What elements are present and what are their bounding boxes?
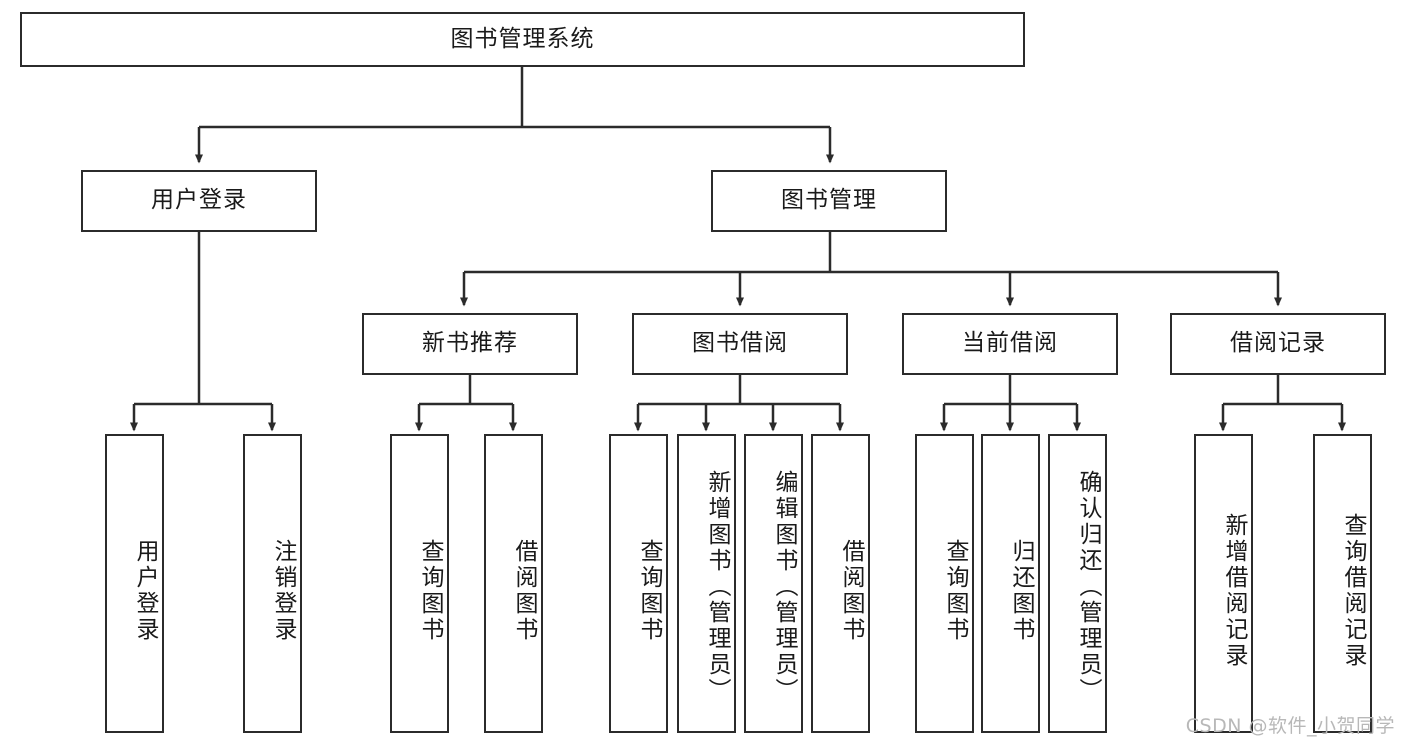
node-user-login[interactable]: 用户登录 — [81, 170, 317, 232]
node-current-borrow[interactable]: 当前借阅 — [902, 313, 1118, 375]
leaf-borrow-borrow-book[interactable]: 借阅图书 — [811, 434, 870, 733]
csdn-watermark: CSDN @软件_小贺同学 — [1185, 715, 1395, 737]
leaf-new-book-query[interactable]: 查询图书 — [390, 434, 449, 733]
leaf-user-login-login[interactable]: 用户登录 — [105, 434, 164, 733]
leaf-record-add-record[interactable]: 新增借阅记录 — [1194, 434, 1253, 733]
leaf-current-return-book[interactable]: 归还图书 — [981, 434, 1040, 733]
node-book-management[interactable]: 图书管理 — [711, 170, 947, 232]
node-borrow-record[interactable]: 借阅记录 — [1170, 313, 1386, 375]
node-book-borrow[interactable]: 图书借阅 — [632, 313, 848, 375]
leaf-borrow-add-book-admin[interactable]: 新增图书（管理员） — [677, 434, 736, 733]
leaf-borrow-query-book[interactable]: 查询图书 — [609, 434, 668, 733]
leaf-current-confirm-return-admin[interactable]: 确认归还（管理员） — [1048, 434, 1107, 733]
leaf-borrow-edit-book-admin[interactable]: 编辑图书（管理员） — [744, 434, 803, 733]
leaf-new-book-borrow[interactable]: 借阅图书 — [484, 434, 543, 733]
leaf-user-login-logout[interactable]: 注销登录 — [243, 434, 302, 733]
node-root-system[interactable]: 图书管理系统 — [20, 12, 1025, 67]
node-new-book-recommend[interactable]: 新书推荐 — [362, 313, 578, 375]
leaf-current-query-book[interactable]: 查询图书 — [915, 434, 974, 733]
leaf-record-query-record[interactable]: 查询借阅记录 — [1313, 434, 1372, 733]
